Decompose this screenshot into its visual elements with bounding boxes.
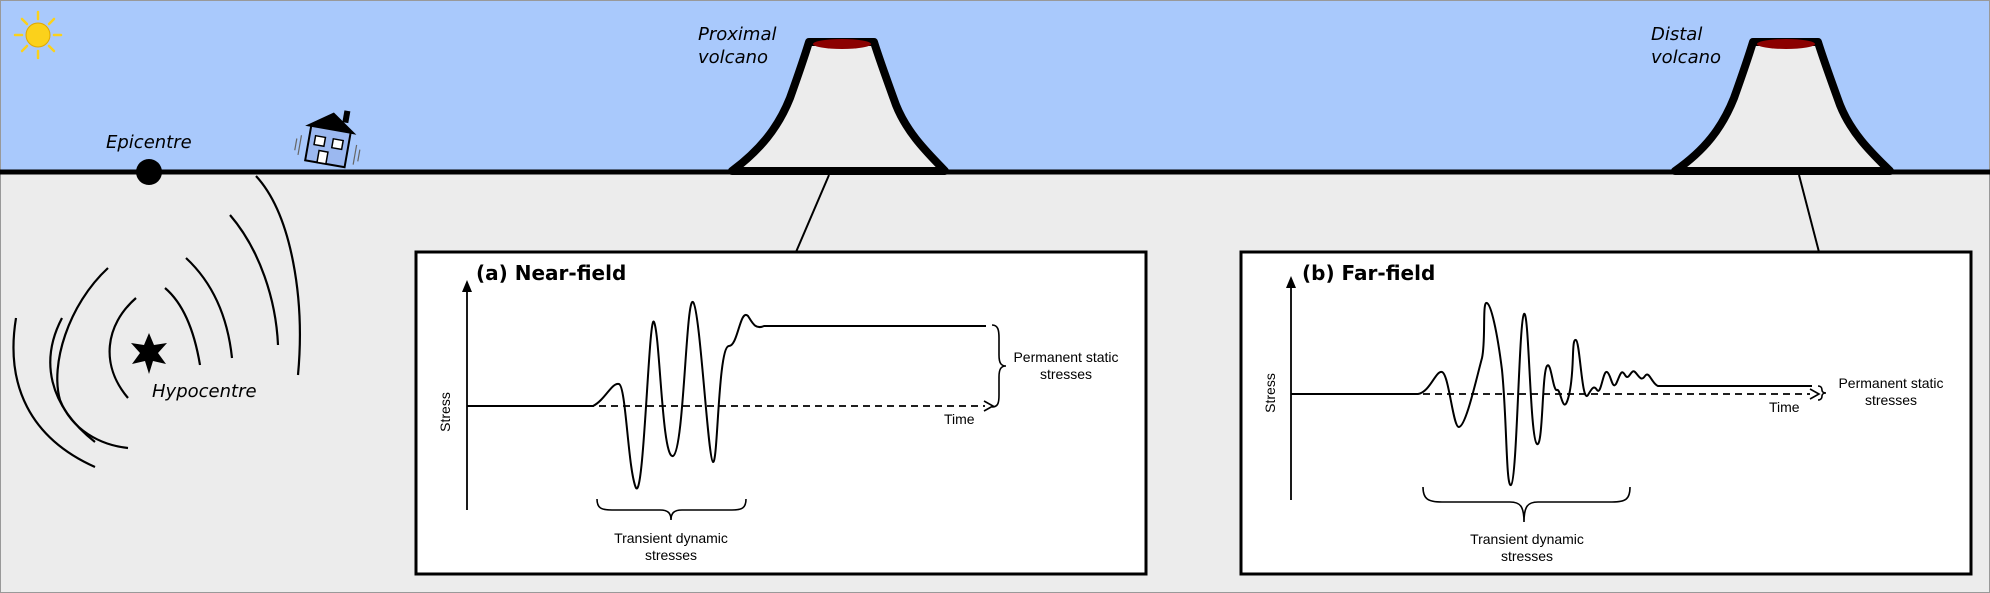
- far-field-x-label: Time: [1769, 399, 1800, 415]
- house-icon: [294, 110, 361, 169]
- near-field-dynamic-brace: [596, 498, 747, 521]
- near-field-dynamic-line1: Transient dynamic: [614, 530, 728, 546]
- far-field-waveform: [1291, 301, 1812, 487]
- distal-crater-lava: [1757, 39, 1815, 49]
- seismic-wave-arcs: [12, 175, 301, 469]
- far-field-panel: (b) Far-field Stress Time Permanent stat…: [1239, 250, 1973, 576]
- far-field-y-arrow: [1286, 276, 1296, 288]
- proximal-label-line2: volcano: [698, 47, 768, 68]
- epicentre-marker: [136, 159, 162, 185]
- proximal-label-line1: Proximal: [698, 24, 777, 45]
- epicentre-label: Epicentre: [106, 132, 192, 153]
- far-field-dynamic-line1: Transient dynamic: [1470, 531, 1584, 547]
- far-field-time-arrow: [1809, 388, 1821, 400]
- far-field-y-label: Stress: [1262, 373, 1278, 413]
- far-field-dynamic-brace: [1422, 486, 1631, 523]
- near-field-dynamic-line2: stresses: [645, 547, 697, 563]
- near-field-static-line1: Permanent static: [1013, 349, 1118, 365]
- near-field-y-label: Stress: [437, 392, 453, 432]
- far-field-static-line2: stresses: [1865, 392, 1917, 408]
- near-field-y-arrow: [462, 280, 472, 292]
- distal-volcano: [1671, 38, 1894, 175]
- far-field-title: (b) Far-field: [1302, 261, 1435, 285]
- hypocentre-star-icon: [131, 333, 167, 374]
- distal-label-line1: Distal: [1651, 24, 1702, 45]
- proximal-leader-line: [795, 174, 830, 253]
- far-field-static-line1: Permanent static: [1838, 375, 1943, 391]
- sun-icon: [13, 10, 63, 60]
- near-field-time-arrow: [983, 400, 995, 412]
- proximal-volcano: [728, 38, 949, 175]
- proximal-crater-lava: [813, 39, 871, 49]
- near-field-static-brace: [991, 324, 1007, 408]
- near-field-waveform: [467, 300, 986, 490]
- near-field-static-line2: stresses: [1040, 366, 1092, 382]
- distal-label-line2: volcano: [1651, 47, 1721, 68]
- near-field-x-label: Time: [944, 411, 975, 427]
- hypocentre-label: Hypocentre: [152, 381, 257, 402]
- distal-leader-line: [1798, 174, 1820, 253]
- near-field-panel: (a) Near-field Stress Time Permanent sta…: [414, 250, 1148, 576]
- near-field-title: (a) Near-field: [476, 261, 626, 285]
- far-field-frame: [1239, 250, 1973, 576]
- far-field-dynamic-line2: stresses: [1501, 548, 1553, 564]
- near-field-frame: [414, 250, 1148, 576]
- far-field-static-brace: [1817, 385, 1827, 401]
